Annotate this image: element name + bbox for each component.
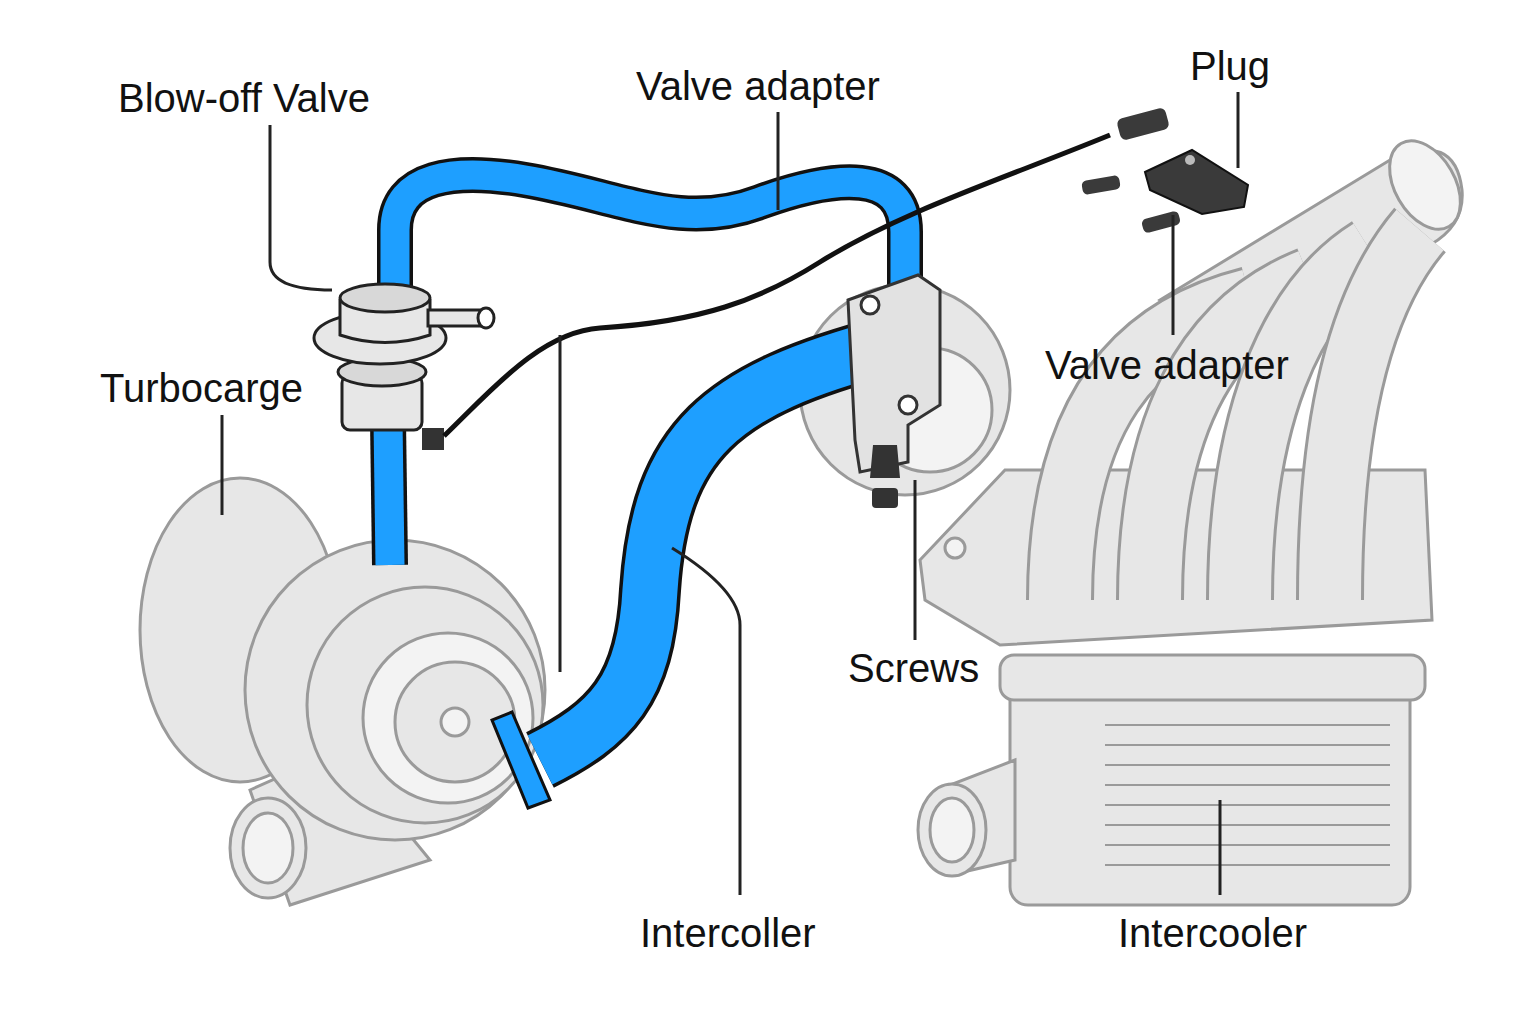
plug-screw — [1141, 210, 1181, 233]
hose-coupler — [492, 712, 550, 808]
runner — [1330, 230, 1420, 600]
compressor-nut — [441, 708, 469, 736]
leader-line — [221, 415, 224, 515]
part-label: Screws — [848, 645, 979, 691]
part-label: Valve adapter — [636, 63, 880, 109]
clamp-hole — [861, 296, 879, 314]
leader-line — [1172, 215, 1175, 335]
bov-top — [340, 284, 430, 312]
hose-outline — [395, 175, 905, 300]
clamp-hole — [899, 396, 917, 414]
hose-outline — [388, 420, 390, 565]
fin — [1105, 824, 1390, 826]
bov-hose — [388, 420, 390, 565]
plug-hole — [1185, 155, 1195, 165]
runner-outline — [1330, 230, 1420, 600]
fin — [1105, 764, 1390, 766]
intercooler-fins — [1105, 725, 1390, 865]
leader-line — [559, 335, 562, 672]
part-label: Blow-off Valve — [118, 75, 370, 121]
manifold-runners — [1060, 230, 1420, 600]
adapter-hose — [395, 175, 905, 300]
adapter-fitting — [870, 445, 900, 478]
vacuum-fitting — [422, 428, 444, 450]
plug-part — [1145, 150, 1248, 214]
compressor-flange — [307, 587, 543, 823]
part-label: Plug — [1190, 43, 1270, 89]
bov-nipple-end — [478, 308, 494, 328]
plug-screw — [1081, 175, 1121, 195]
leader-line — [777, 112, 780, 210]
bov-nipple — [428, 310, 480, 326]
leader-line — [1237, 92, 1240, 168]
adapter-screw — [872, 488, 898, 508]
intercooler-core — [1010, 670, 1410, 905]
hose-outline — [540, 345, 890, 760]
leader-line — [1219, 800, 1222, 895]
fin — [1105, 844, 1390, 846]
part-label: Intercoller — [640, 910, 816, 956]
plug-screw — [1116, 107, 1170, 141]
turbo-outlet — [230, 798, 306, 898]
fin — [1105, 864, 1390, 866]
part-label: Valve adapter — [1045, 342, 1289, 388]
part-label: Turbocarge — [100, 365, 303, 411]
part-label: Intercooler — [1118, 910, 1307, 956]
intercooler-tank — [1000, 655, 1425, 700]
intercooler-hose — [540, 345, 890, 760]
compressor-housing — [245, 540, 545, 840]
leader-line — [270, 125, 332, 290]
fin — [1105, 784, 1390, 786]
valve-adapter-clamp — [848, 275, 940, 472]
fin — [1105, 804, 1390, 806]
leader-line — [914, 480, 917, 640]
intercooler-outlet-bore — [930, 798, 974, 862]
bolt-hole — [945, 538, 965, 558]
leader-line — [672, 548, 740, 895]
intercooler-outlet — [918, 784, 986, 876]
fin — [1105, 744, 1390, 746]
turbo-outlet-bore — [243, 813, 293, 883]
fin — [1105, 724, 1390, 726]
